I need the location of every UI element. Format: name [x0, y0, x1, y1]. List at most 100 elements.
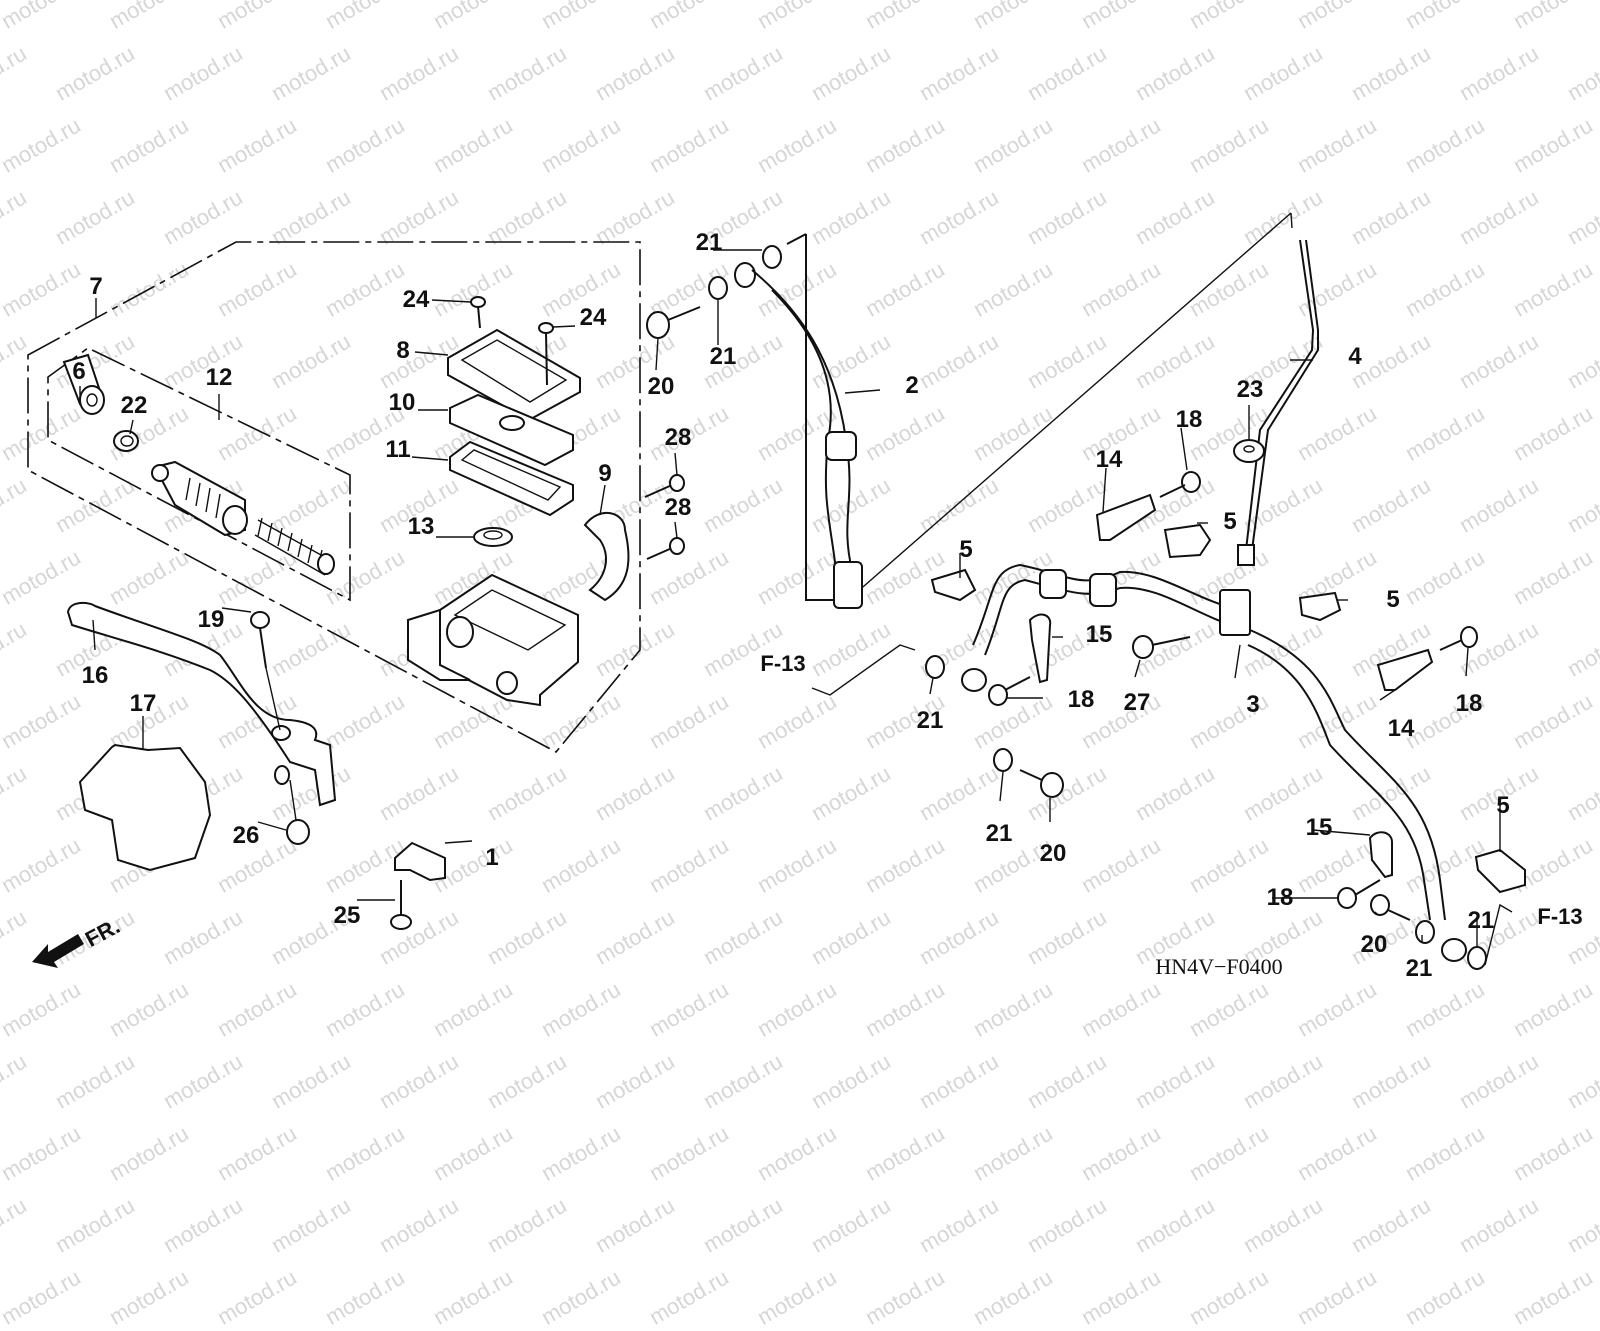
washer-21-d	[993, 748, 1013, 772]
circlip-22	[113, 430, 139, 452]
clamp-14-upper	[1095, 493, 1157, 541]
watermark-text: motod.ru	[645, 1264, 733, 1330]
bolt-27	[1132, 635, 1191, 659]
holder-9	[583, 511, 630, 602]
callout-4: 4	[1348, 343, 1362, 370]
clamp-14-right	[1376, 648, 1434, 691]
callout-16: 16	[81, 662, 109, 689]
watermark-text: motod.ru	[213, 1264, 301, 1330]
callout-5-right: 5	[1386, 586, 1400, 613]
callout-5-left: 5	[959, 536, 973, 563]
pivot-nut-26	[286, 779, 310, 845]
callout-21-mid: 21	[709, 343, 737, 370]
watermark-text: motod.ru	[1131, 1192, 1219, 1258]
spring-12	[254, 517, 335, 576]
oil-bolt-20-top	[646, 306, 701, 339]
oil-bolt-20-center	[1019, 769, 1064, 798]
watermark-text: motod.ru	[591, 1192, 679, 1258]
washer-21-e	[1415, 920, 1435, 944]
callout-24-left: 24	[402, 286, 430, 313]
callout-1: 1	[485, 844, 499, 871]
callout-11: 11	[385, 436, 411, 463]
watermark-text: motod.ru	[753, 1264, 841, 1330]
watermark-text: motod.ru	[1185, 1264, 1273, 1330]
bolt-28-bottom	[646, 537, 685, 560]
washer-21-a	[708, 276, 728, 300]
ref-arrow-left	[811, 644, 916, 696]
callout-20-top: 20	[647, 373, 675, 400]
guide-5-left	[930, 568, 977, 602]
brake-switch-1	[394, 841, 446, 882]
parts-diagram	[27, 212, 1526, 970]
callout-7: 7	[89, 273, 103, 300]
screw-24-left	[470, 296, 486, 329]
callout-28-top: 28	[664, 424, 692, 451]
callout-25: 25	[333, 902, 361, 929]
watermark-text: motod.ru	[1293, 1264, 1381, 1330]
watermark-text: motod.ru	[429, 1264, 517, 1330]
reference-f13-left[interactable]: F-13	[760, 651, 806, 676]
hose-2-bracket-outline	[786, 233, 848, 601]
callout-15-center: 15	[1085, 621, 1113, 648]
callout-8: 8	[396, 337, 410, 364]
callout-18-right: 18	[1455, 690, 1483, 717]
callout-17: 17	[129, 690, 157, 717]
bolt-18-right	[1439, 626, 1478, 651]
watermark-text: motod.ru	[537, 1264, 625, 1330]
callout-9: 9	[598, 460, 612, 487]
master-cylinder-body	[407, 573, 579, 707]
callout-14-right: 14	[1387, 715, 1415, 742]
callout-5-upper: 5	[1223, 508, 1237, 535]
callout-13: 13	[407, 513, 435, 540]
watermark-text: motod.ru	[1455, 1192, 1543, 1258]
callout-3: 3	[1246, 691, 1260, 718]
callout-22: 22	[120, 392, 148, 419]
watermark-text: motod.ru	[915, 1192, 1003, 1258]
callout-27: 27	[1123, 689, 1151, 716]
reference-f13-right[interactable]: F-13	[1537, 904, 1583, 929]
pipe-4-bracket-line	[847, 212, 1292, 601]
screw-25	[390, 880, 412, 930]
watermark-text: motod.ru	[483, 1192, 571, 1258]
watermark-text: motod.ru	[699, 1192, 787, 1258]
watermark-text: motod.ru	[375, 1192, 463, 1258]
float-13	[473, 527, 513, 547]
bolt-18-center	[988, 676, 1031, 706]
callout-10: 10	[388, 389, 416, 416]
watermark-text: motod.ru	[1563, 1192, 1600, 1258]
callout-15-lower: 15	[1305, 814, 1333, 841]
guide-5-right	[1298, 591, 1342, 622]
watermark-text: motod.ru	[969, 1264, 1057, 1330]
callout-24-right: 24	[579, 304, 607, 331]
bolt-18-upper	[1159, 471, 1201, 498]
screw-24-right	[538, 322, 554, 386]
watermark-text: motod.ru	[1347, 1192, 1435, 1258]
washer-21-c	[925, 655, 945, 679]
assembly-outline-7	[27, 241, 641, 754]
callout-21-center-left: 21	[916, 707, 944, 734]
watermark-text: motod.ru	[1239, 1192, 1327, 1258]
diagram-code: HN4V−F0400	[1155, 954, 1283, 979]
callout-21-lower-b: 21	[1467, 907, 1495, 934]
oil-bolt-20-lower	[1370, 894, 1411, 921]
piston-12	[151, 460, 248, 537]
watermark-text: motod.ru	[105, 1264, 193, 1330]
callout-18-upper: 18	[1175, 406, 1203, 433]
bolt-18-lower	[1337, 879, 1381, 909]
clamp-23	[1233, 439, 1265, 463]
brake-hose-3	[961, 563, 1467, 962]
callout-21-center-bottom: 21	[985, 820, 1013, 847]
watermark-text: motod.ru	[1023, 1192, 1111, 1258]
assembly-outline-12	[47, 347, 351, 602]
callout-12: 12	[205, 364, 233, 391]
watermark-text: motod.ru	[1509, 1264, 1597, 1330]
brake-pipe-4	[1245, 239, 1319, 551]
callout-26: 26	[232, 822, 260, 849]
brake-hose-2	[734, 262, 863, 609]
clamp-15-lower	[1368, 831, 1393, 879]
brake-lever-16	[66, 601, 337, 807]
callout-5-lower-right: 5	[1496, 792, 1510, 819]
ref-arrow-right	[1484, 903, 1513, 966]
callout-23: 23	[1236, 376, 1264, 403]
watermark-text: motod.ru	[159, 1192, 247, 1258]
